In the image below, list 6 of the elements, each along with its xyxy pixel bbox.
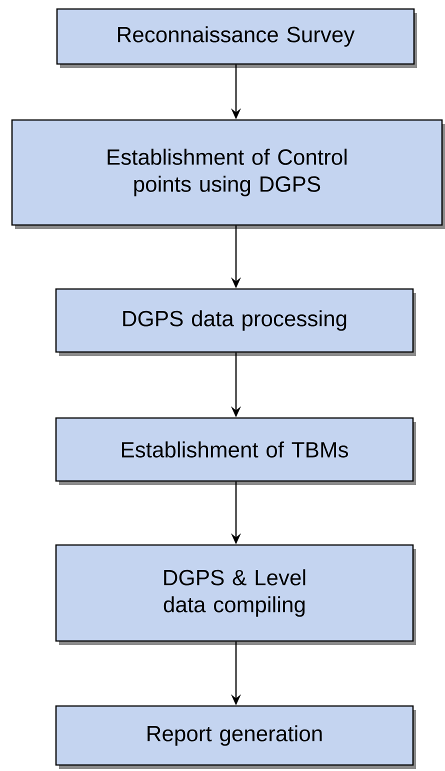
process-box: DGPS data processing <box>55 288 416 356</box>
process-box: Establishment of Control points using DGPS <box>11 119 445 229</box>
process-box: Reconnaissance Survey <box>56 8 417 68</box>
process-box: DGPS & Level data compiling <box>55 544 416 645</box>
process-box: Establishment of TBMs <box>55 417 416 485</box>
process-box: Report generation <box>55 705 416 769</box>
